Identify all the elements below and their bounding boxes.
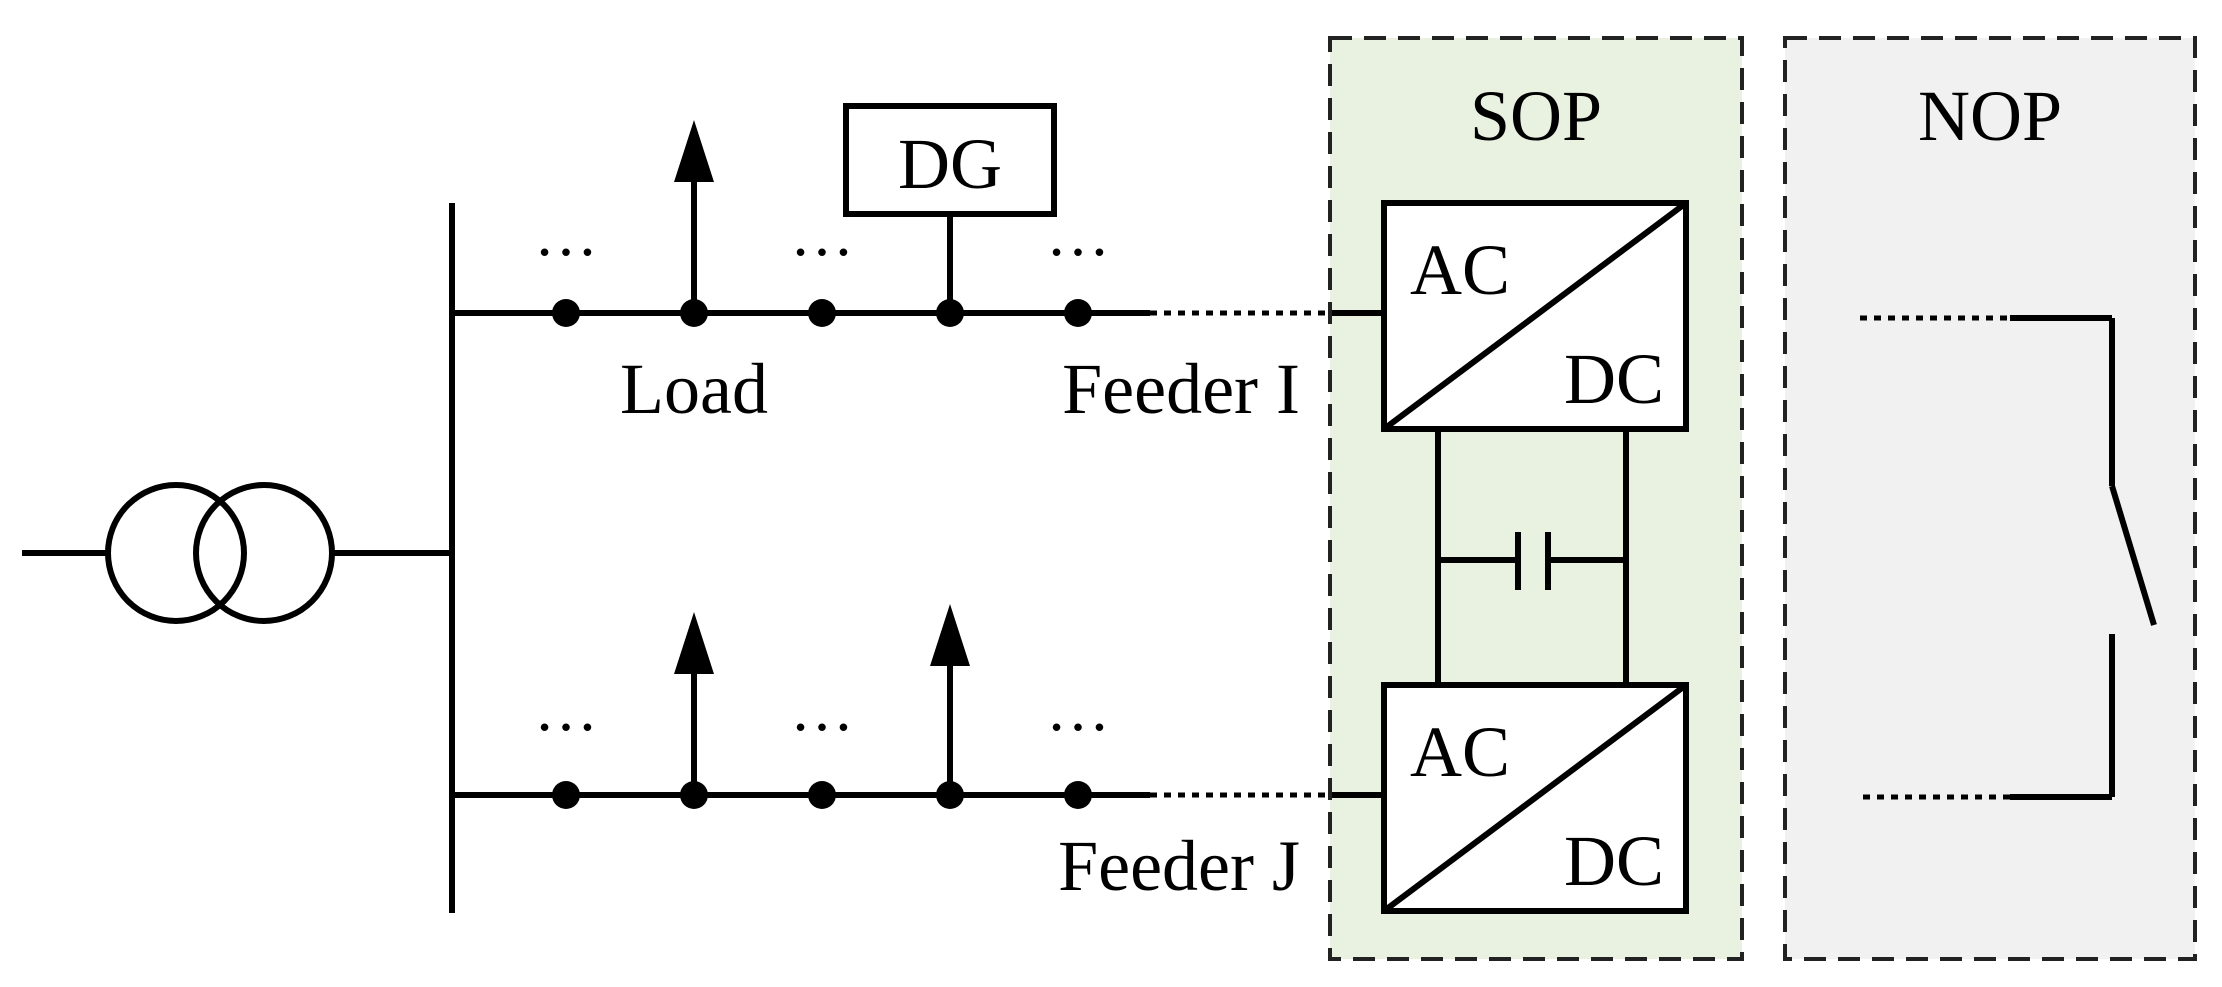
node <box>1064 299 1092 327</box>
ellipsis-text: … <box>790 673 854 744</box>
converter-top-dc-label: DC <box>1564 339 1664 419</box>
load-arrow-icon <box>674 120 714 313</box>
feeder-i-label: Feeder I <box>1062 349 1300 429</box>
converter-bottom-ac-label: AC <box>1410 712 1510 792</box>
ellipsis-text: … <box>790 198 854 269</box>
node <box>808 299 836 327</box>
ellipsis-text: … <box>1046 198 1110 269</box>
feeder-i: DG … … … Load Feeder I <box>452 103 1384 429</box>
ellipsis-text: … <box>534 673 598 744</box>
nop-label: NOP <box>1918 76 2062 156</box>
nop-switch <box>1860 315 2157 800</box>
node <box>808 781 836 809</box>
node <box>1064 781 1092 809</box>
feeder-j-label: Feeder J <box>1058 826 1300 906</box>
sop-label: SOP <box>1470 76 1602 156</box>
dc-link-capacitor <box>1435 429 1629 685</box>
node <box>552 299 580 327</box>
feeder-j: … … … Feeder J <box>452 604 1384 906</box>
nop-region <box>1783 36 2197 961</box>
node <box>552 781 580 809</box>
converter-top <box>1381 200 1689 432</box>
converter-bottom <box>1381 682 1689 914</box>
load-arrow-icon <box>930 604 970 795</box>
ellipsis-text: … <box>1046 673 1110 744</box>
dg-label: DG <box>898 124 1002 204</box>
converter-bottom-dc-label: DC <box>1564 821 1664 901</box>
load-label: Load <box>620 349 768 429</box>
converter-top-ac-label: AC <box>1410 230 1510 310</box>
transformer-symbol <box>22 482 452 624</box>
load-arrow-icon <box>674 612 714 795</box>
ellipsis-text: … <box>534 198 598 269</box>
dg-box <box>843 103 1057 313</box>
